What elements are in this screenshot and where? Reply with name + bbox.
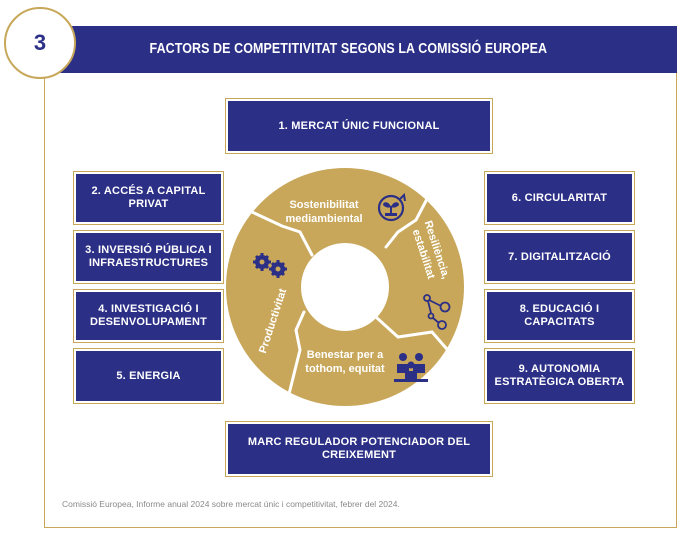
figure-number-badge: 3 xyxy=(4,7,76,79)
factor-label: 4. INVESTIGACIÓ I DESENVOLUPAMENT xyxy=(89,303,208,328)
factor-label: 3. INVERSIÓ PÚBLICA I INFRAESTRUCTURES xyxy=(85,244,212,269)
plant-cycle-icon xyxy=(377,192,406,222)
gears-icon xyxy=(253,253,287,278)
segment-wellbeing-line2: tothom, equitat xyxy=(305,363,385,375)
source-footnote: Comissió Europea, Informe anual 2024 sob… xyxy=(62,499,400,509)
ring-hole xyxy=(301,243,389,331)
factor-box-public-investment: 3. INVERSIÓ PÚBLICA I INFRAESTRUCTURES xyxy=(73,230,224,284)
ring-dividers xyxy=(250,195,454,400)
factor-label: 5. ENERGIA xyxy=(116,369,181,382)
factor-box-single-market: 1. MERCAT ÚNIC FUNCIONAL xyxy=(225,98,493,154)
segment-sustainability-line2: mediambiental xyxy=(285,213,362,225)
network-nodes-icon xyxy=(423,294,451,330)
people-group-icon xyxy=(394,353,428,382)
factor-label: 2. ACCÉS A CAPITAL PRIVAT xyxy=(91,185,206,210)
factor-box-circularity: 6. CIRCULARITAT xyxy=(484,171,635,225)
segment-sustainability-line1: Sostenibilitat xyxy=(289,199,358,211)
divider-bottom-right xyxy=(375,316,454,357)
factor-label: MARC REGULADOR POTENCIADOR DEL CREIXEMEN… xyxy=(247,436,471,461)
factor-box-energy: 5. ENERGIA xyxy=(73,348,224,404)
divider-top-right xyxy=(384,195,430,249)
divider-bottom-left xyxy=(286,310,306,400)
factor-label: 7. DIGITALITZACIÓ xyxy=(508,250,611,263)
factor-label: 6. CIRCULARITAT xyxy=(511,191,608,204)
factor-label: 1. MERCAT ÚNIC FUNCIONAL xyxy=(278,119,440,132)
factor-box-strategic-autonomy: 9. AUTONOMIA ESTRATÈGICA OBERTA xyxy=(484,348,635,404)
factor-label: 9. AUTONOMIA ESTRATÈGICA OBERTA xyxy=(494,363,625,388)
divider-top-left xyxy=(250,210,314,257)
header-bar xyxy=(44,26,677,73)
factor-label: 8. EDUCACIÓ I CAPACITATS xyxy=(519,303,600,328)
figure-title: FACTORS DE COMPETITIVITAT SEGONS LA COMI… xyxy=(149,41,548,57)
segment-wellbeing-line1: Benestar per a xyxy=(307,349,384,361)
